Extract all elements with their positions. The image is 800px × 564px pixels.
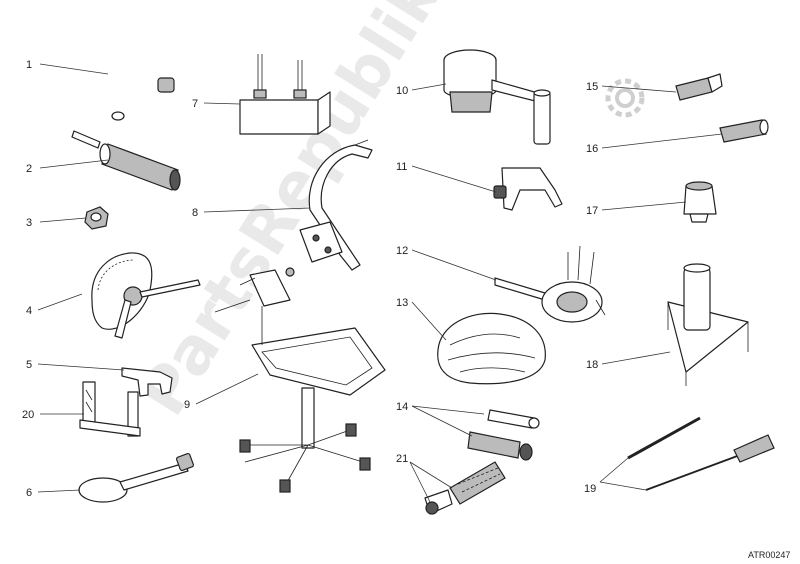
part-6-strap-wrench xyxy=(78,452,195,503)
callout-5: 5 xyxy=(26,359,32,371)
callout-21: 21 xyxy=(396,453,408,465)
part-15-threaded-adapter xyxy=(675,73,723,101)
callout-15: 15 xyxy=(586,81,598,93)
callout-19: 19 xyxy=(584,483,596,495)
callout-9: 9 xyxy=(184,399,190,411)
watermark: PartsRepublik xyxy=(126,0,645,428)
part-19-rod-set xyxy=(627,416,775,491)
callout-6: 6 xyxy=(26,487,32,499)
callout-7: 7 xyxy=(192,98,198,110)
callout-labels: 1 2 3 4 5 6 7 8 9 10 11 12 13 14 15 16 1… xyxy=(22,59,598,499)
part-21-handle-bush xyxy=(424,461,506,515)
part-14-drift-set xyxy=(467,409,540,461)
part-13-protective-cover xyxy=(437,312,546,385)
callout-2: 2 xyxy=(26,163,32,175)
callout-1: 1 xyxy=(26,59,32,71)
part-16-knurled-sleeve xyxy=(719,119,769,143)
callout-10: 10 xyxy=(396,85,408,97)
callout-8: 8 xyxy=(192,207,198,219)
part-1-hook-tool xyxy=(106,63,175,121)
part-3-nut xyxy=(84,206,109,230)
callout-20: 20 xyxy=(22,409,34,421)
part-18-tripod-support xyxy=(667,263,749,386)
callout-17: 17 xyxy=(586,205,598,217)
part-20-bracket xyxy=(79,381,141,437)
callout-16: 16 xyxy=(586,143,598,155)
callout-4: 4 xyxy=(26,305,32,317)
callout-14: 14 xyxy=(396,401,408,413)
callout-3: 3 xyxy=(26,217,32,229)
part-10-flywheel-adapter xyxy=(443,49,551,145)
gear-icon xyxy=(605,78,645,118)
callout-12: 12 xyxy=(396,245,408,257)
part-12-timing-tool xyxy=(494,245,606,323)
callout-18: 18 xyxy=(586,359,598,371)
part-4-degree-wheel xyxy=(91,252,201,339)
callout-13: 13 xyxy=(396,297,408,309)
part-17-collet xyxy=(683,181,717,223)
part-2-pin-punch xyxy=(71,130,181,191)
part-5-locking-plate xyxy=(121,367,173,397)
part-7-stud-plate xyxy=(239,54,331,135)
leader-lines xyxy=(37,63,723,503)
drawing-code: ATR00247 xyxy=(748,550,790,560)
part-9-engine-stand xyxy=(214,267,386,493)
callout-11: 11 xyxy=(396,161,407,173)
part-8-arc-bracket xyxy=(299,139,373,271)
part-11-pointer-bracket xyxy=(493,167,563,211)
